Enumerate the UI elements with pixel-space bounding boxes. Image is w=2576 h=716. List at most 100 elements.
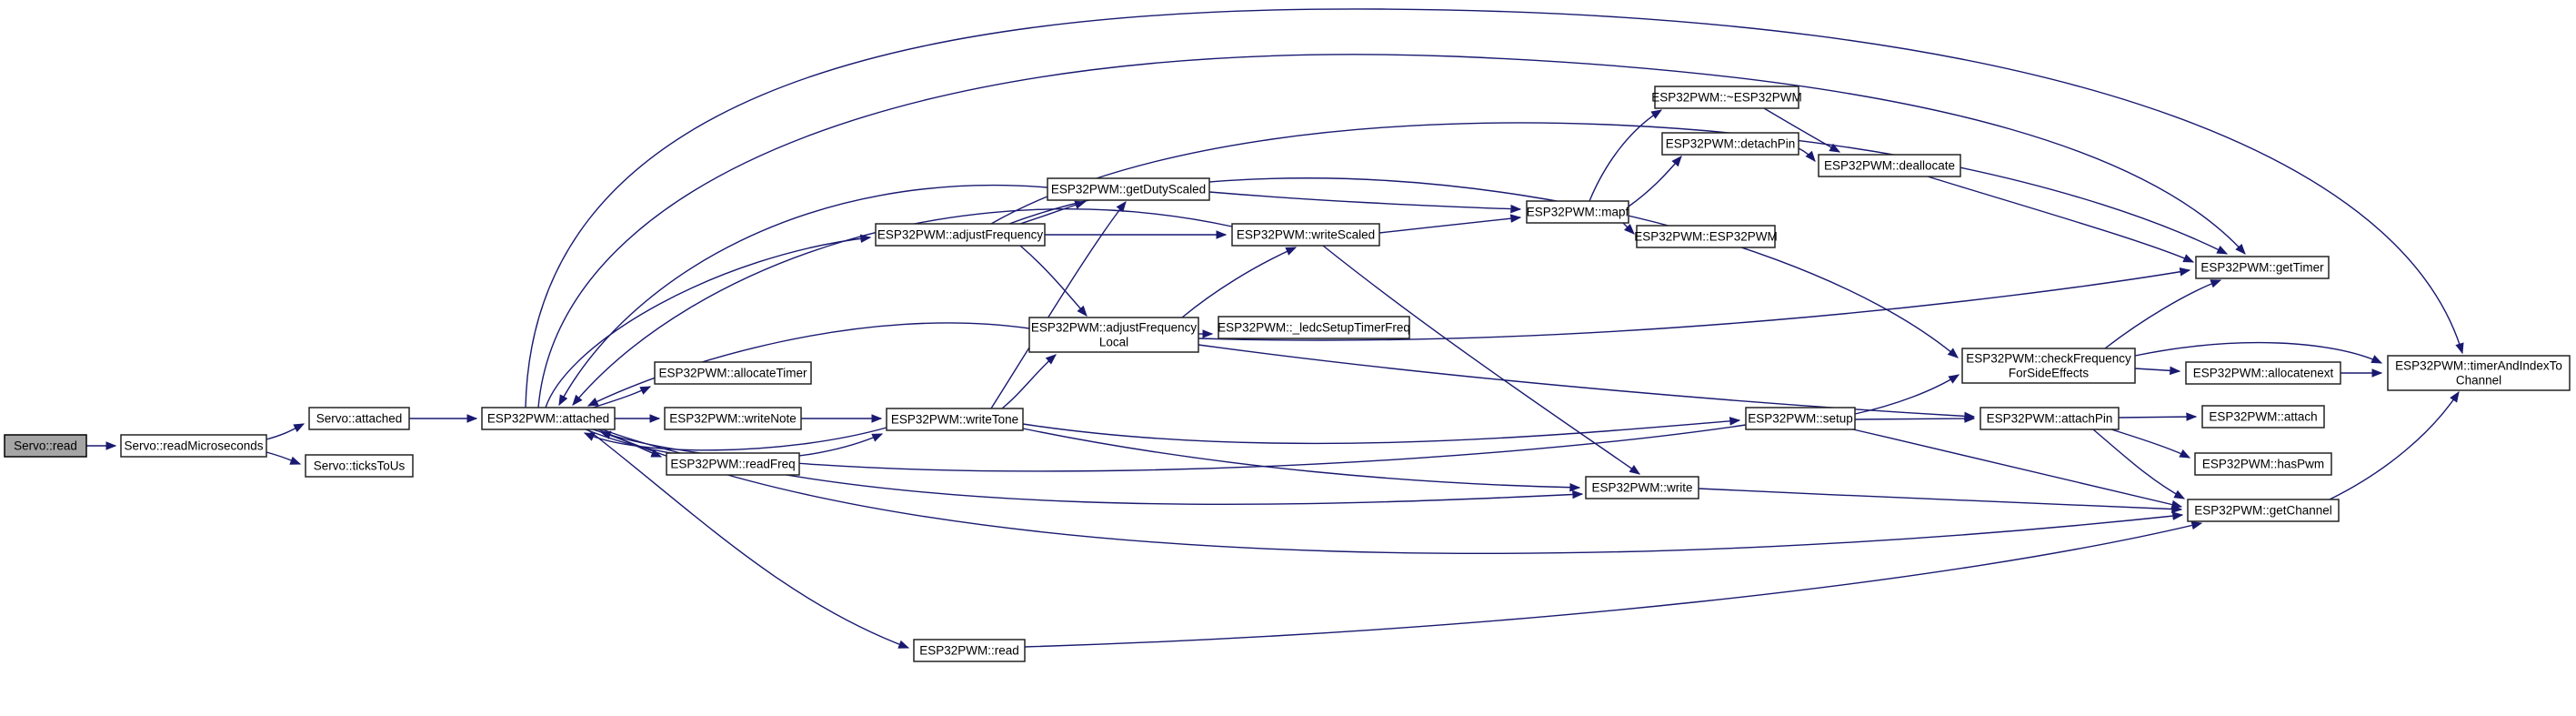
edge-dtor-to-deallocate xyxy=(1763,107,1841,153)
node-box-servo_read[interactable] xyxy=(4,434,87,458)
edge-adjustFrequency-to-getDutyScaled xyxy=(1019,200,1087,225)
node-detachPin[interactable]: ESP32PWM::detachPin xyxy=(1661,132,1799,156)
node-attached[interactable]: ESP32PWM::attached xyxy=(481,407,616,430)
node-servo_ticksToUs[interactable]: Servo::ticksToUs xyxy=(305,454,414,478)
node-box-servo_attached[interactable] xyxy=(308,407,410,430)
node-getTimer[interactable]: ESP32PWM::getTimer xyxy=(2195,256,2330,279)
node-box-mapf[interactable] xyxy=(1526,200,1629,224)
edge-read-to-getChannel xyxy=(1024,520,2203,648)
node-label-writeTone: ESP32PWM::writeTone xyxy=(891,413,1018,427)
node-hasPwm[interactable]: ESP32PWM::hasPwm xyxy=(2194,452,2332,476)
node-label-deallocate: ESP32PWM::deallocate xyxy=(1824,159,1955,173)
node-label-ctor: ESP32PWM::ESP32PWM xyxy=(1634,230,1778,244)
node-readFreq[interactable]: ESP32PWM::readFreq xyxy=(666,452,800,476)
node-box-setup[interactable] xyxy=(1745,407,1856,430)
node-box-writeScaled[interactable] xyxy=(1231,223,1380,247)
node-servo_attached[interactable]: Servo::attached xyxy=(308,407,410,430)
node-box-detachPin[interactable] xyxy=(1661,132,1799,156)
node-box-timerAndIndex[interactable] xyxy=(2387,355,2571,391)
node-box-allocatenext[interactable] xyxy=(2185,361,2341,385)
node-setup[interactable]: ESP32PWM::setup xyxy=(1745,407,1856,430)
node-allocateTimer[interactable]: ESP32PWM::allocateTimer xyxy=(654,361,812,385)
edge-adjustFrequencyLocal-to-getTimer xyxy=(1198,267,2191,341)
node-box-hasPwm[interactable] xyxy=(2194,452,2332,476)
node-writeScaled[interactable]: ESP32PWM::writeScaled xyxy=(1231,223,1380,247)
node-dtor[interactable]: ESP32PWM::~ESP32PWM xyxy=(1651,86,1802,109)
node-label-mapf: ESP32PWM::mapf xyxy=(1527,206,1629,219)
node-box-adjustFrequencyLocal[interactable] xyxy=(1028,317,1199,353)
edge-adjustFrequencyLocal-to-attachPin xyxy=(1198,344,1976,421)
node-box-getTimer[interactable] xyxy=(2195,256,2330,279)
node-box-adjustFrequency[interactable] xyxy=(875,223,1046,247)
node-box-attachPin[interactable] xyxy=(1980,407,2120,430)
edge-detachPin-to-deallocate xyxy=(1798,147,1816,162)
node-adjustFrequency[interactable]: ESP32PWM::adjustFrequency xyxy=(875,223,1046,247)
edge-adjustFrequency-to-adjustFrequencyLocal xyxy=(1019,245,1088,317)
node-label-dtor: ESP32PWM::~ESP32PWM xyxy=(1651,91,1801,105)
node-read[interactable]: ESP32PWM::read xyxy=(913,639,1026,662)
edge-deallocate-to-getTimer xyxy=(1927,176,2195,263)
node-getDutyScaled[interactable]: ESP32PWM::getDutyScaled xyxy=(1047,177,1210,201)
edge-attached-to-getTimer xyxy=(537,54,2246,408)
node-box-allocateTimer[interactable] xyxy=(654,361,812,385)
node-box-checkFreq[interactable] xyxy=(1961,348,2136,384)
node-box-servo_ticksToUs[interactable] xyxy=(305,454,414,478)
node-ctor[interactable]: ESP32PWM::ESP32PWM xyxy=(1634,225,1778,248)
node-box-attach[interactable] xyxy=(2201,405,2325,429)
node-label-allocatenext: ESP32PWM::allocatenext xyxy=(2193,367,2334,380)
node-mapf[interactable]: ESP32PWM::mapf xyxy=(1526,200,1629,224)
edge-attachPin-to-getChannel xyxy=(2092,429,2186,499)
node-attach[interactable]: ESP32PWM::attach xyxy=(2201,405,2325,429)
node-label-ledcSetupTimerFreq: ESP32PWM::_ledcSetupTimerFreq xyxy=(1218,321,1410,335)
node-box-writeTone[interactable] xyxy=(886,408,1024,431)
edge-writeTone-to-getDutyScaled xyxy=(990,201,1127,409)
node-box-write[interactable] xyxy=(1585,476,1699,499)
edge-setup-to-getChannel xyxy=(1852,429,2183,509)
edge-writeScaled-to-attached xyxy=(572,208,1233,406)
node-getChannel[interactable]: ESP32PWM::getChannel xyxy=(2187,499,2340,522)
edge-writeTone-to-write xyxy=(1022,428,1581,492)
node-label-checkFreq-line1: ESP32PWM::checkFrequency xyxy=(1966,352,2131,366)
node-label-adjustFrequencyLocal-line2: Local xyxy=(1099,336,1128,349)
node-box-getChannel[interactable] xyxy=(2187,499,2340,522)
edge-mapf-to-ctor xyxy=(1622,222,1635,235)
node-label-servo_attached: Servo::attached xyxy=(316,412,403,426)
node-servo_readMicroseconds[interactable]: Servo::readMicroseconds xyxy=(120,434,267,458)
edge-getDutyScaled-to-attached xyxy=(558,184,1048,407)
edge-attached-to-read xyxy=(586,429,910,649)
node-label-timerAndIndex-line2: Channel xyxy=(2456,374,2501,388)
node-deallocate[interactable]: ESP32PWM::deallocate xyxy=(1818,154,1961,177)
edge-servo_readMicroseconds-to-servo_ticksToUs xyxy=(266,451,302,465)
edge-attached-to-timerAndIndex xyxy=(525,8,2464,408)
node-box-read[interactable] xyxy=(913,639,1026,662)
node-box-ledcSetupTimerFreq[interactable] xyxy=(1218,316,1410,339)
node-attachPin[interactable]: ESP32PWM::attachPin xyxy=(1980,407,2120,430)
node-label-attach: ESP32PWM::attach xyxy=(2209,410,2317,424)
node-ledcSetupTimerFreq[interactable]: ESP32PWM::_ledcSetupTimerFreq xyxy=(1218,316,1410,339)
edge-attached-to-getChannel xyxy=(597,429,2184,554)
node-allocatenext[interactable]: ESP32PWM::allocatenext xyxy=(2185,361,2341,385)
node-box-deallocate[interactable] xyxy=(1818,154,1961,177)
node-box-writeNote[interactable] xyxy=(664,407,802,430)
edge-attached-to-allocateTimer xyxy=(592,386,652,408)
node-label-writeNote: ESP32PWM::writeNote xyxy=(669,412,797,426)
edge-setup-to-checkFreq xyxy=(1854,374,1960,415)
node-write[interactable]: ESP32PWM::write xyxy=(1585,476,1699,499)
edge-writeScaled-to-write xyxy=(1322,245,1641,475)
node-box-attached[interactable] xyxy=(481,407,616,430)
node-servo_read[interactable]: Servo::read xyxy=(4,434,87,458)
node-box-ctor[interactable] xyxy=(1636,225,1776,248)
edge-getDutyScaled-to-mapf xyxy=(1208,191,1522,214)
node-writeTone[interactable]: ESP32PWM::writeTone xyxy=(886,408,1024,431)
node-box-servo_readMicroseconds[interactable] xyxy=(120,434,267,458)
node-box-getDutyScaled[interactable] xyxy=(1047,177,1210,201)
node-box-readFreq[interactable] xyxy=(666,452,800,476)
edge-writeScaled-to-mapf xyxy=(1378,214,1522,234)
edge-adjustFrequencyLocal-to-attached xyxy=(586,322,1030,407)
node-box-dtor[interactable] xyxy=(1654,86,1799,109)
node-writeNote[interactable]: ESP32PWM::writeNote xyxy=(664,407,802,430)
